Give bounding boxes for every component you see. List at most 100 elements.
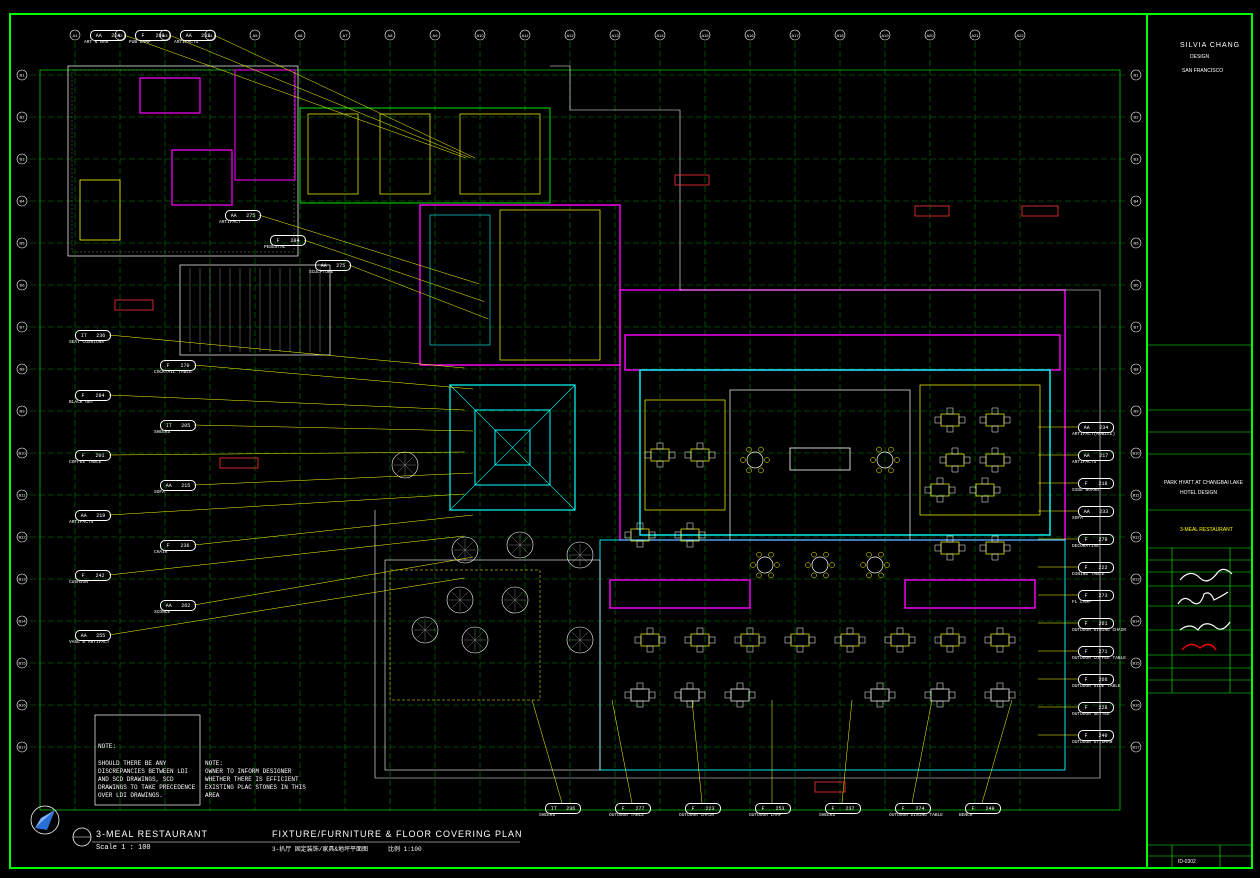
drawing-number: ID-0302	[1178, 859, 1196, 865]
chair	[736, 682, 744, 690]
callout-label: OUTDOOR DINING TABLE	[889, 813, 944, 818]
chair	[758, 467, 764, 474]
chair	[866, 551, 872, 558]
chair	[698, 531, 706, 539]
grid-bubble	[16, 531, 28, 543]
chair	[846, 645, 854, 653]
table	[690, 633, 710, 647]
callout-number: 271	[1098, 648, 1108, 655]
grid-bubble	[1130, 489, 1142, 501]
grid-bubble	[1130, 573, 1142, 585]
chair	[823, 551, 829, 558]
chair	[656, 442, 664, 450]
chair	[984, 636, 992, 644]
chair	[888, 691, 896, 699]
chair	[648, 531, 656, 539]
chair	[846, 627, 854, 635]
grid-label: A19	[881, 33, 889, 38]
grid-label: B12	[1132, 535, 1140, 540]
chair	[636, 522, 644, 530]
callout-code: AA	[185, 32, 192, 39]
grid-bubble	[1130, 405, 1142, 417]
chair	[696, 460, 704, 468]
grid-label: B4	[20, 199, 26, 204]
callout-code: F	[141, 32, 145, 39]
grid-bubble	[1130, 69, 1142, 81]
chair	[734, 636, 742, 644]
drawing-title-left: 3-MEAL RESTAURANT	[96, 829, 209, 839]
grid-label: A6	[298, 33, 304, 38]
chair	[934, 416, 942, 424]
grid-bubble	[294, 29, 306, 41]
table	[940, 413, 960, 427]
grid-bubble	[339, 29, 351, 41]
grid-bubble	[429, 29, 441, 41]
callout-label: SOFA	[1072, 516, 1083, 521]
callout-number: 232	[201, 32, 211, 39]
chair	[951, 465, 959, 473]
signature-1	[1179, 568, 1233, 582]
chair	[924, 691, 932, 699]
grid-label: A3	[163, 33, 169, 38]
callout-number: 284	[95, 392, 105, 399]
grid-label: B1	[1134, 73, 1140, 78]
callout-number: 279	[1098, 536, 1108, 543]
chair	[981, 495, 989, 503]
grid-bubble	[16, 321, 28, 333]
grid-label: B7	[1134, 325, 1140, 330]
grid-label: A15	[701, 33, 709, 38]
round-table	[876, 451, 894, 469]
chair	[958, 636, 966, 644]
chair	[864, 691, 872, 699]
chair	[870, 457, 876, 463]
chair	[1003, 416, 1011, 424]
chair	[1008, 691, 1016, 699]
table	[930, 483, 950, 497]
table	[940, 633, 960, 647]
callout-code: F	[81, 452, 85, 459]
grid-bubble	[16, 447, 28, 459]
callout-number: 223	[705, 805, 715, 812]
chair	[996, 682, 1004, 690]
grid-bubble	[834, 29, 846, 41]
callout-code: F	[276, 237, 280, 244]
grid-bubble	[789, 29, 801, 41]
callout-label: ARTIFACTS	[1072, 460, 1097, 465]
drawing-title-center-cn: 3-扒厅 固定装饰/家具&地坪平面图	[272, 846, 369, 853]
outdoor-terrace	[599, 539, 1066, 771]
service-block	[67, 65, 299, 257]
sheet-border	[9, 13, 1253, 869]
grid-label: B15	[18, 661, 26, 666]
callout-number: 253	[775, 805, 785, 812]
callout-number: 236	[96, 332, 106, 339]
chair	[674, 531, 682, 539]
callout-label: SOFA	[154, 490, 165, 495]
chair	[939, 456, 947, 464]
chair	[1003, 456, 1011, 464]
chair	[896, 645, 904, 653]
chair	[884, 636, 892, 644]
chair	[768, 551, 774, 558]
chair	[958, 544, 966, 552]
grid-bubble	[1130, 237, 1142, 249]
note-2-head: NOTE:	[205, 760, 224, 767]
chair	[636, 700, 644, 708]
chair	[991, 425, 999, 433]
callout-label: PUB LAMP	[129, 40, 151, 45]
grid-label: B17	[1132, 745, 1140, 750]
callout-number: 205	[181, 422, 191, 429]
chair	[876, 700, 884, 708]
callout-label: OUTDOOR SIDE TABLE	[1072, 684, 1121, 689]
table	[985, 541, 1005, 555]
table	[975, 483, 995, 497]
chair	[979, 456, 987, 464]
chair	[991, 407, 999, 415]
chair	[948, 691, 956, 699]
